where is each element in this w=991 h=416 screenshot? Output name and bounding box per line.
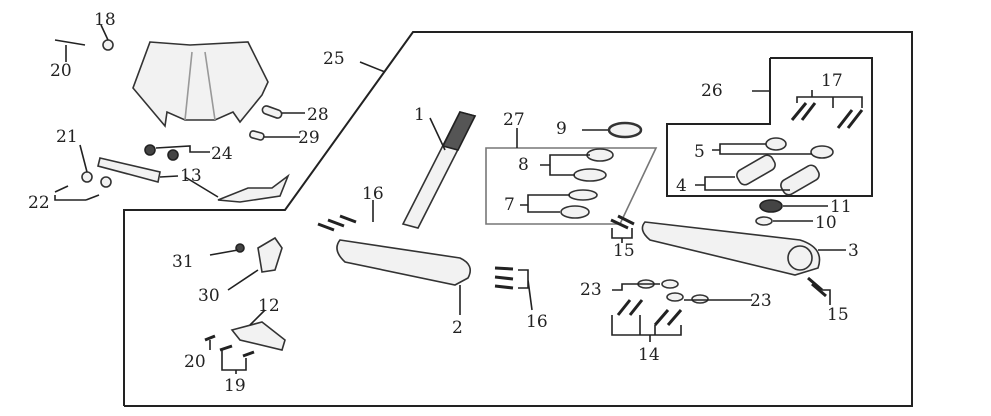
callout-4: 4: [676, 176, 687, 196]
callout-20-top: 20: [50, 61, 72, 81]
bolts-15a: [610, 214, 635, 230]
bolts-16b: [494, 266, 514, 290]
callout-17: 17: [821, 71, 843, 91]
clamp-5b: [810, 145, 834, 159]
callout-16-left: 16: [362, 184, 384, 204]
callout-27: 27: [503, 110, 525, 130]
nut-18: [102, 39, 114, 51]
bolts-19-20: [204, 334, 255, 358]
callout-28: 28: [307, 105, 329, 125]
callout-29: 29: [298, 128, 320, 148]
bracket-12: [230, 321, 286, 351]
callout-8: 8: [518, 155, 529, 175]
bolts-17: [790, 102, 864, 129]
washer-21b: [100, 176, 112, 188]
callout-24: 24: [211, 144, 233, 164]
race-7a: [568, 189, 598, 201]
bolts-15b: [807, 276, 827, 298]
callout-5: 5: [694, 142, 705, 162]
callout-13: 13: [180, 166, 202, 186]
clamp-5a: [765, 137, 787, 151]
callout-23-left: 23: [580, 280, 602, 300]
callout-3: 3: [848, 241, 859, 261]
bearing-8a: [586, 148, 614, 162]
headlight-cowl: [132, 41, 269, 128]
cowl-detail: [184, 51, 216, 121]
group-26-boundary: [666, 57, 873, 197]
nut-11: [759, 199, 783, 213]
ring-23d: [691, 294, 709, 304]
upper-clamp-3: [641, 221, 821, 276]
lower-cover-13: [217, 173, 290, 203]
callout-18: 18: [94, 10, 116, 30]
lower-clamp-2: [336, 239, 471, 286]
bolt-22b: [85, 194, 100, 201]
ring-23b: [661, 279, 679, 289]
bolt-22a: [54, 185, 69, 193]
bearing-7b: [560, 205, 590, 219]
callout-23-right: 23: [750, 291, 772, 311]
callout-16-right: 16: [526, 312, 548, 332]
washer-21a: [81, 171, 93, 183]
spacer-29: [249, 130, 265, 141]
callout-7: 7: [504, 195, 515, 215]
dust-seal-9: [607, 121, 643, 139]
callout-12: 12: [258, 296, 280, 316]
callout-1: 1: [414, 105, 425, 125]
bolts-16a: [317, 214, 357, 232]
callout-25: 25: [323, 49, 345, 69]
ring-23c: [666, 292, 684, 302]
callout-21: 21: [56, 127, 78, 147]
leader-lines: [54, 24, 863, 374]
group-25-boundary: [123, 31, 913, 407]
callout-14: 14: [638, 345, 660, 365]
stem-thread: [441, 111, 477, 151]
callout-10: 10: [815, 213, 837, 233]
bolt-20: [54, 39, 86, 57]
handlebar-clamp-4b: [780, 164, 820, 196]
clamp-hole: [787, 245, 813, 271]
handlebar-clamp-4a: [736, 154, 776, 186]
callout-19: 19: [224, 376, 246, 396]
nut-24a: [144, 144, 156, 156]
callout-26: 26: [701, 81, 723, 101]
callout-15-right: 15: [827, 305, 849, 325]
bracket-30: [257, 236, 283, 273]
spacer-28: [261, 105, 283, 119]
callout-11: 11: [830, 197, 852, 217]
callout-2: 2: [452, 318, 463, 338]
washer-10: [755, 216, 773, 226]
callout-15-left: 15: [613, 241, 635, 261]
callout-20-bottom: 20: [184, 352, 206, 372]
bolts-14: [616, 299, 683, 326]
callout-30: 30: [198, 286, 220, 306]
race-8b: [573, 168, 607, 182]
callout-22: 22: [28, 193, 50, 213]
callout-9: 9: [556, 119, 567, 139]
callout-31: 31: [172, 252, 194, 272]
bracket-13: [97, 157, 161, 183]
nut-24b: [167, 149, 179, 161]
